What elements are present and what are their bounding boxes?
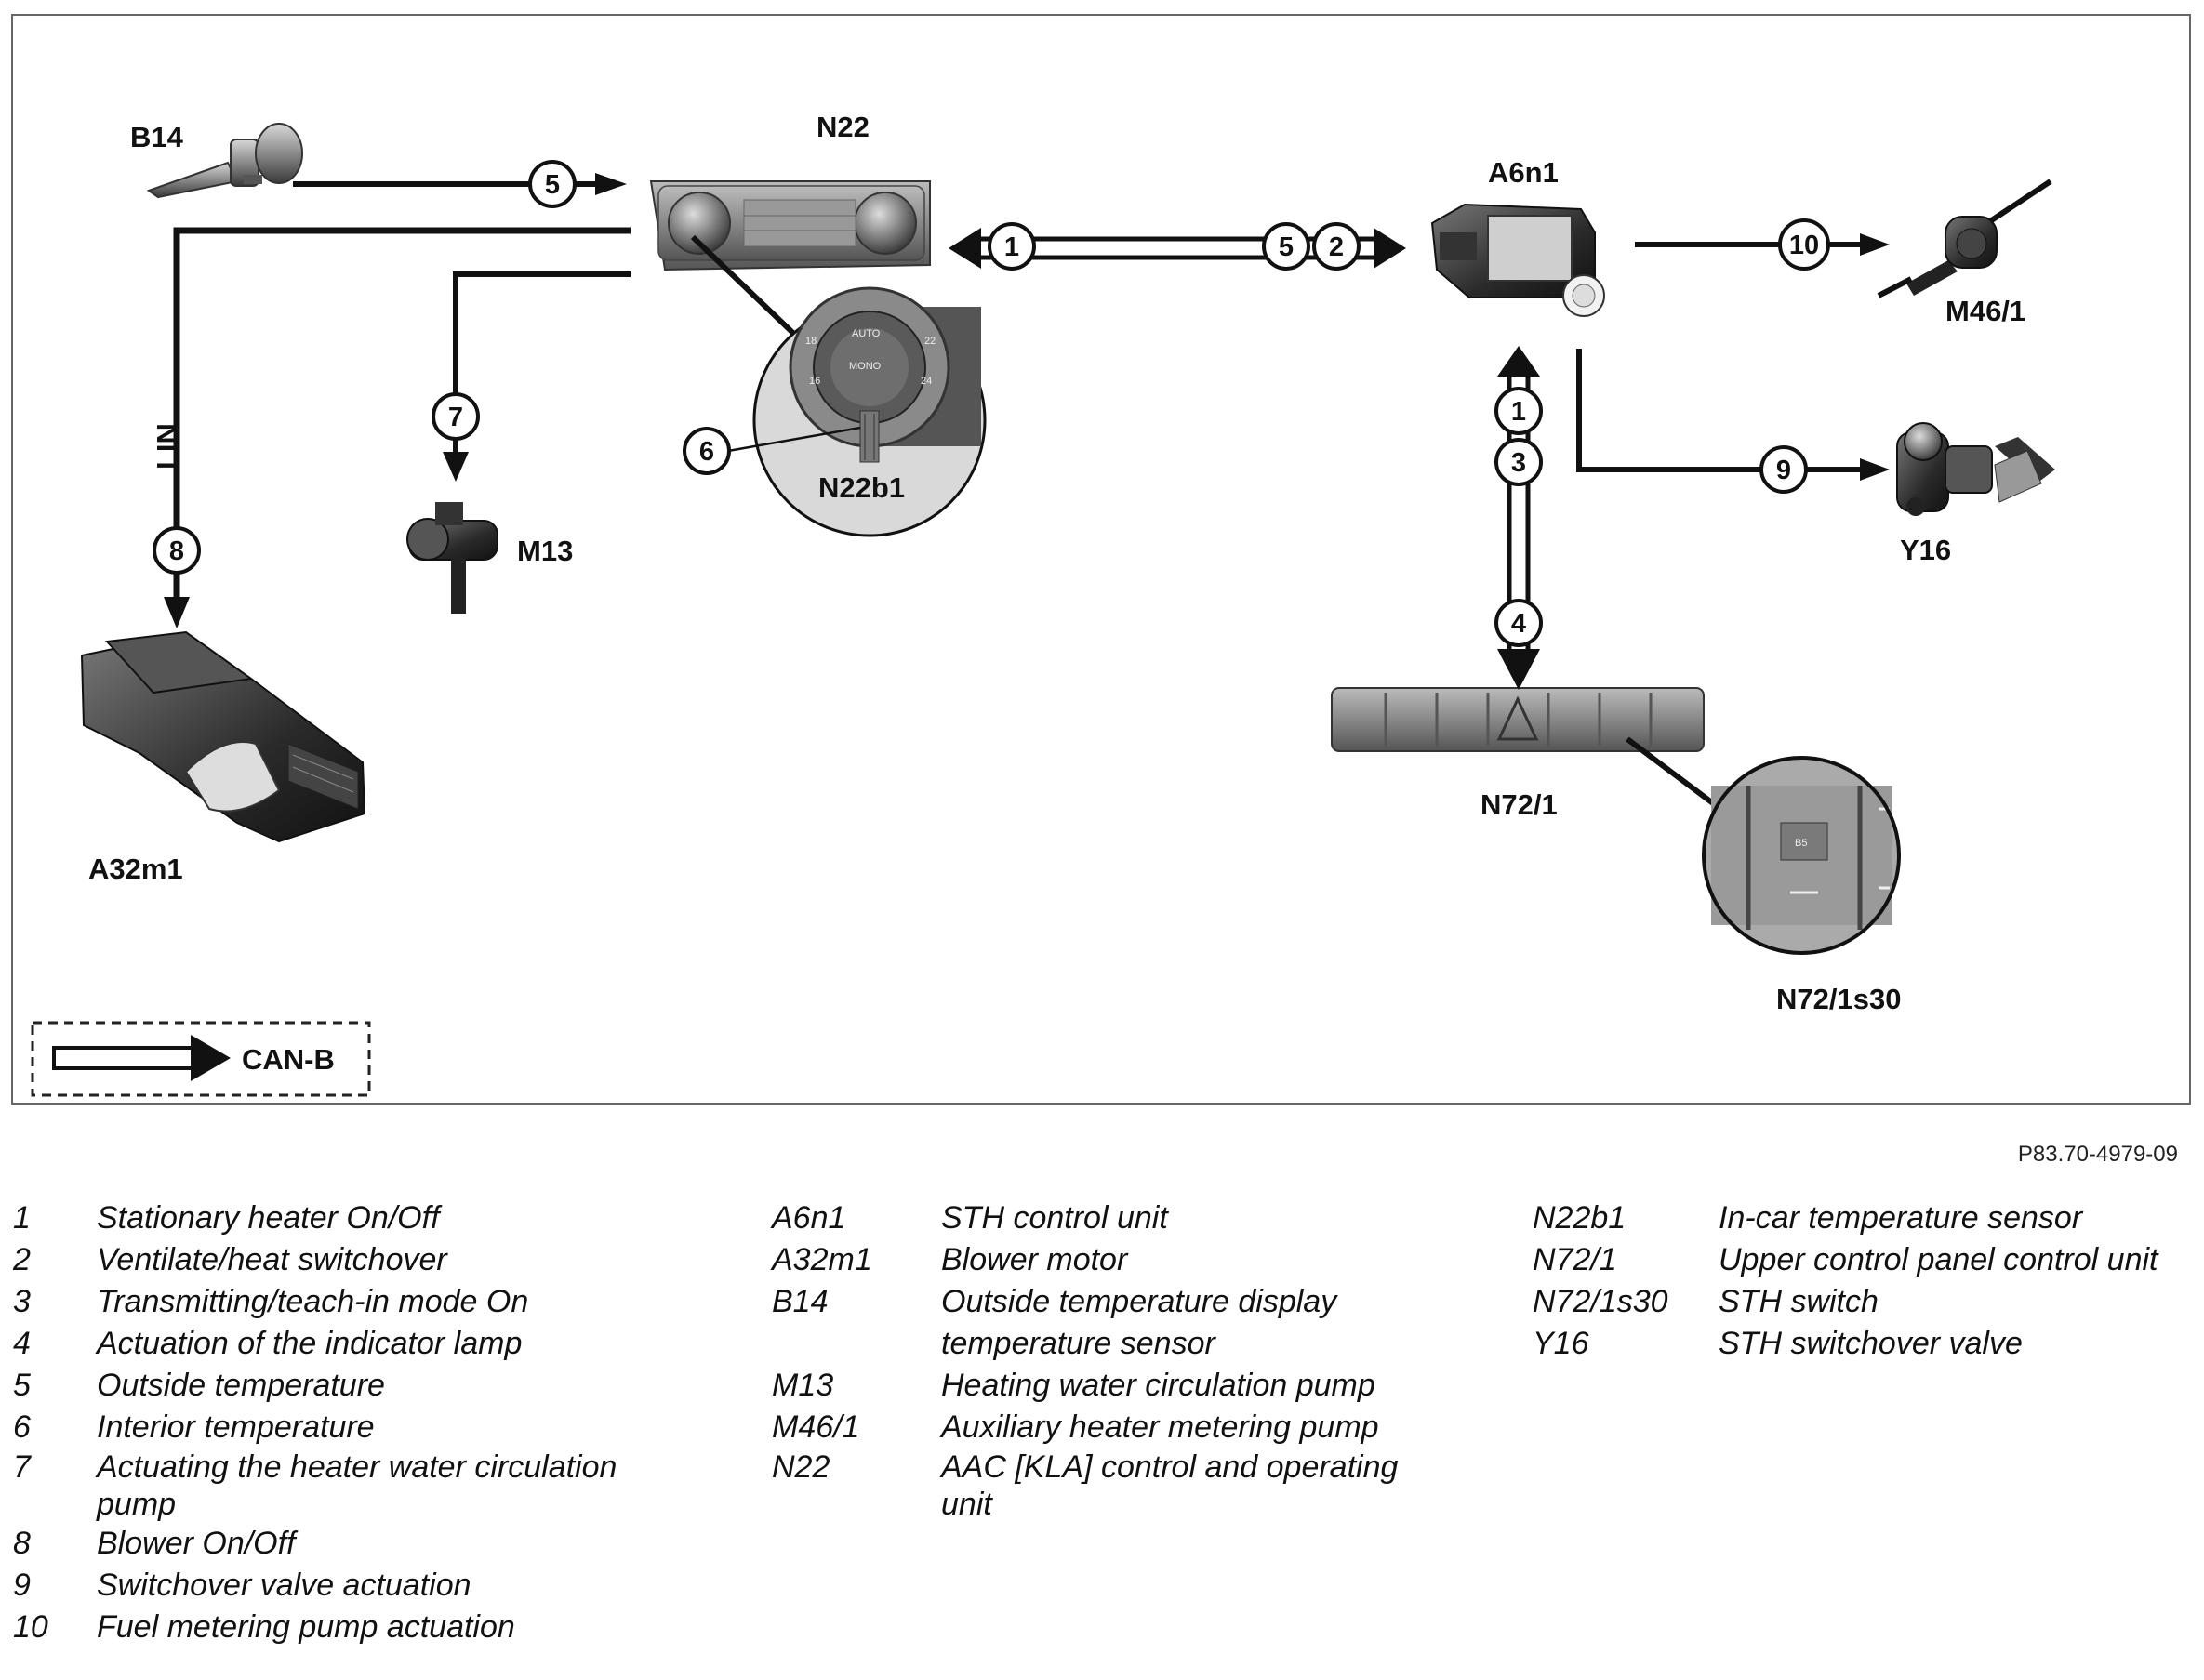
svg-text:7: 7 — [448, 403, 463, 432]
n22b1-temp18-text: 18 — [805, 336, 817, 347]
canb-key-box: CAN-B — [31, 1021, 371, 1097]
n22b1-temp16-text: 16 — [809, 376, 820, 387]
svg-text:8: 8 — [169, 536, 184, 566]
a32m1-label: A32m1 — [88, 853, 183, 885]
n72-1s30-label: N72/1s30 — [1776, 983, 1901, 1015]
n22b1-temp24-text: 24 — [921, 376, 932, 387]
svg-text:6: 6 — [699, 437, 714, 467]
a6n1-control-unit-image — [1430, 203, 1605, 317]
marker-5-n22-a6n1: 5 — [1262, 222, 1310, 271]
n22b1-temp22-text: 22 — [924, 336, 936, 347]
marker-6-n22b1: 6 — [683, 427, 731, 475]
svg-text:1: 1 — [1004, 232, 1019, 262]
arrowhead-lin-a32m1 — [164, 597, 190, 628]
connection-a6n1-y16 — [1576, 349, 1865, 472]
marker-4-a6n1-n72-1: 4 — [1494, 599, 1543, 647]
svg-text:9: 9 — [1776, 456, 1791, 485]
marker-5-b14: 5 — [528, 160, 577, 208]
svg-text:5: 5 — [1279, 232, 1294, 262]
connection-lin-n22-a32m1 — [173, 227, 631, 604]
svg-text:1: 1 — [1511, 397, 1526, 427]
y16-label: Y16 — [1900, 534, 1951, 566]
connection-n22-m13 — [453, 271, 631, 456]
n22b1-mono-text: MONO — [849, 361, 882, 372]
m13-pump-image — [406, 502, 498, 614]
system-diagram: B14 N22 AUTO MONO 18 22 16 24 N22b1 — [31, 111, 2055, 1097]
lin-label: LIN — [151, 423, 183, 470]
svg-text:4: 4 — [1511, 609, 1526, 639]
m13-label: M13 — [517, 535, 573, 567]
n22-label: N22 — [817, 111, 870, 143]
marker-1-n22-a6n1: 1 — [988, 222, 1036, 271]
marker-9-a6n1-y16: 9 — [1759, 445, 1808, 494]
svg-text:5: 5 — [545, 170, 560, 200]
m46-1-pump-image — [1877, 179, 2052, 298]
n22b1-auto-text: AUTO — [852, 328, 881, 339]
n22b1-callout-line — [690, 234, 803, 342]
marker-6-leader — [727, 426, 861, 453]
n72-1-label: N72/1 — [1480, 788, 1558, 821]
marker-3-a6n1-n72-1: 3 — [1494, 438, 1543, 486]
n72-1-control-panel-image — [1331, 687, 1705, 752]
svg-text:2: 2 — [1329, 232, 1344, 262]
arrowhead-a6n1-m46-1 — [1860, 233, 1890, 256]
m46-1-label: M46/1 — [1945, 295, 2025, 327]
n22b1-label: N22b1 — [818, 471, 905, 504]
n22-control-unit-image — [649, 180, 931, 271]
a32m1-blower-image — [80, 630, 366, 843]
figure-id: P83.70-4979-09 — [2017, 1142, 2178, 1167]
a6n1-label: A6n1 — [1488, 156, 1559, 189]
n72-1s30-switch-text: B5 — [1795, 838, 1807, 849]
marker-8-lin: 8 — [153, 526, 201, 575]
arrowhead-n22-m13 — [443, 452, 469, 482]
marker-10-a6n1-m46-1: 10 — [1778, 218, 1830, 271]
canb-key-label: CAN-B — [242, 1043, 335, 1076]
marker-7-n22-m13: 7 — [432, 392, 480, 441]
svg-text:3: 3 — [1511, 448, 1526, 478]
svg-text:10: 10 — [1789, 231, 1819, 260]
n72-1s30-zoom-image: B5 — [1702, 756, 1901, 955]
b14-sensor-image — [146, 123, 303, 199]
y16-valve-image — [1896, 422, 2055, 516]
marker-1-a6n1-n72-1: 1 — [1494, 387, 1543, 435]
marker-2-n22-a6n1: 2 — [1312, 222, 1361, 271]
arrowhead-a6n1-y16 — [1860, 458, 1890, 481]
arrowhead-b14-n22 — [595, 173, 627, 195]
n22b1-zoom-image: AUTO MONO 18 22 16 24 — [752, 286, 987, 537]
n72-1s30-callout-line — [1626, 736, 1722, 812]
b14-label: B14 — [130, 121, 184, 153]
